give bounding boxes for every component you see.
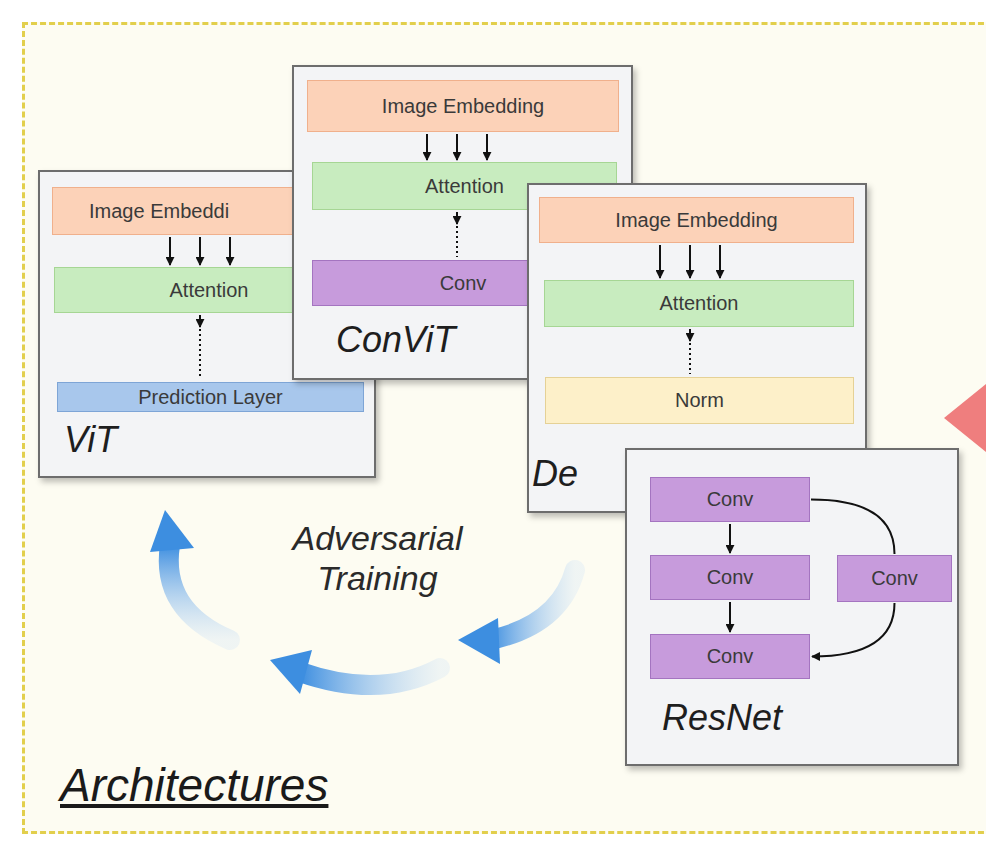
- connector: [660, 245, 661, 278]
- connector: [730, 602, 731, 632]
- layer-name: Prediction Layer: [138, 386, 283, 409]
- layer-name: Conv: [707, 645, 754, 668]
- layer-box: Norm: [545, 377, 854, 424]
- connector: [690, 245, 691, 278]
- connector: [690, 329, 691, 374]
- connector: [427, 134, 428, 160]
- connector: [230, 237, 231, 265]
- layer-name: Conv: [707, 566, 754, 589]
- layer-name: Conv: [871, 567, 918, 590]
- connector: [720, 245, 721, 278]
- connector: [487, 134, 488, 160]
- model-name: ViT: [64, 420, 117, 460]
- connector: [170, 237, 171, 265]
- layer-box: Attention: [544, 280, 854, 327]
- layer-name: Attention: [170, 279, 249, 302]
- layer-box: Prediction Layer: [57, 382, 364, 412]
- architecture-card: ResNetConvConvConvConv: [625, 448, 959, 766]
- layer-box: Conv: [650, 477, 810, 522]
- cycle-label: Adversarial Training: [240, 518, 515, 598]
- connector: [811, 500, 895, 555]
- layer-box: Conv: [837, 555, 952, 602]
- layer-name: Attention: [660, 292, 739, 315]
- layer-name: Norm: [675, 389, 724, 412]
- cycle-arrows: [150, 510, 575, 694]
- connector: [730, 524, 731, 553]
- layer-name: Conv: [707, 488, 754, 511]
- layer-box: Conv: [650, 634, 810, 679]
- layer-box: Image Embedding: [539, 197, 854, 243]
- connector: [457, 134, 458, 160]
- layer-name: Attention: [425, 175, 504, 198]
- pointer-triangle: [944, 384, 986, 452]
- connector: [200, 315, 201, 379]
- section-title: Architectures: [60, 758, 328, 812]
- layer-name: Image Embeddi: [89, 200, 229, 223]
- model-name: ResNet: [662, 698, 782, 738]
- model-name: De: [532, 454, 578, 494]
- connector: [812, 603, 895, 657]
- layer-name: Conv: [440, 272, 487, 295]
- model-name: ConViT: [336, 320, 455, 360]
- layer-box: Conv: [650, 555, 810, 600]
- connector: [457, 212, 458, 257]
- layer-name: Image Embedding: [615, 209, 777, 232]
- layer-box: Image Embedding: [307, 80, 619, 132]
- layer-name: Image Embedding: [382, 95, 544, 118]
- connector: [200, 237, 201, 265]
